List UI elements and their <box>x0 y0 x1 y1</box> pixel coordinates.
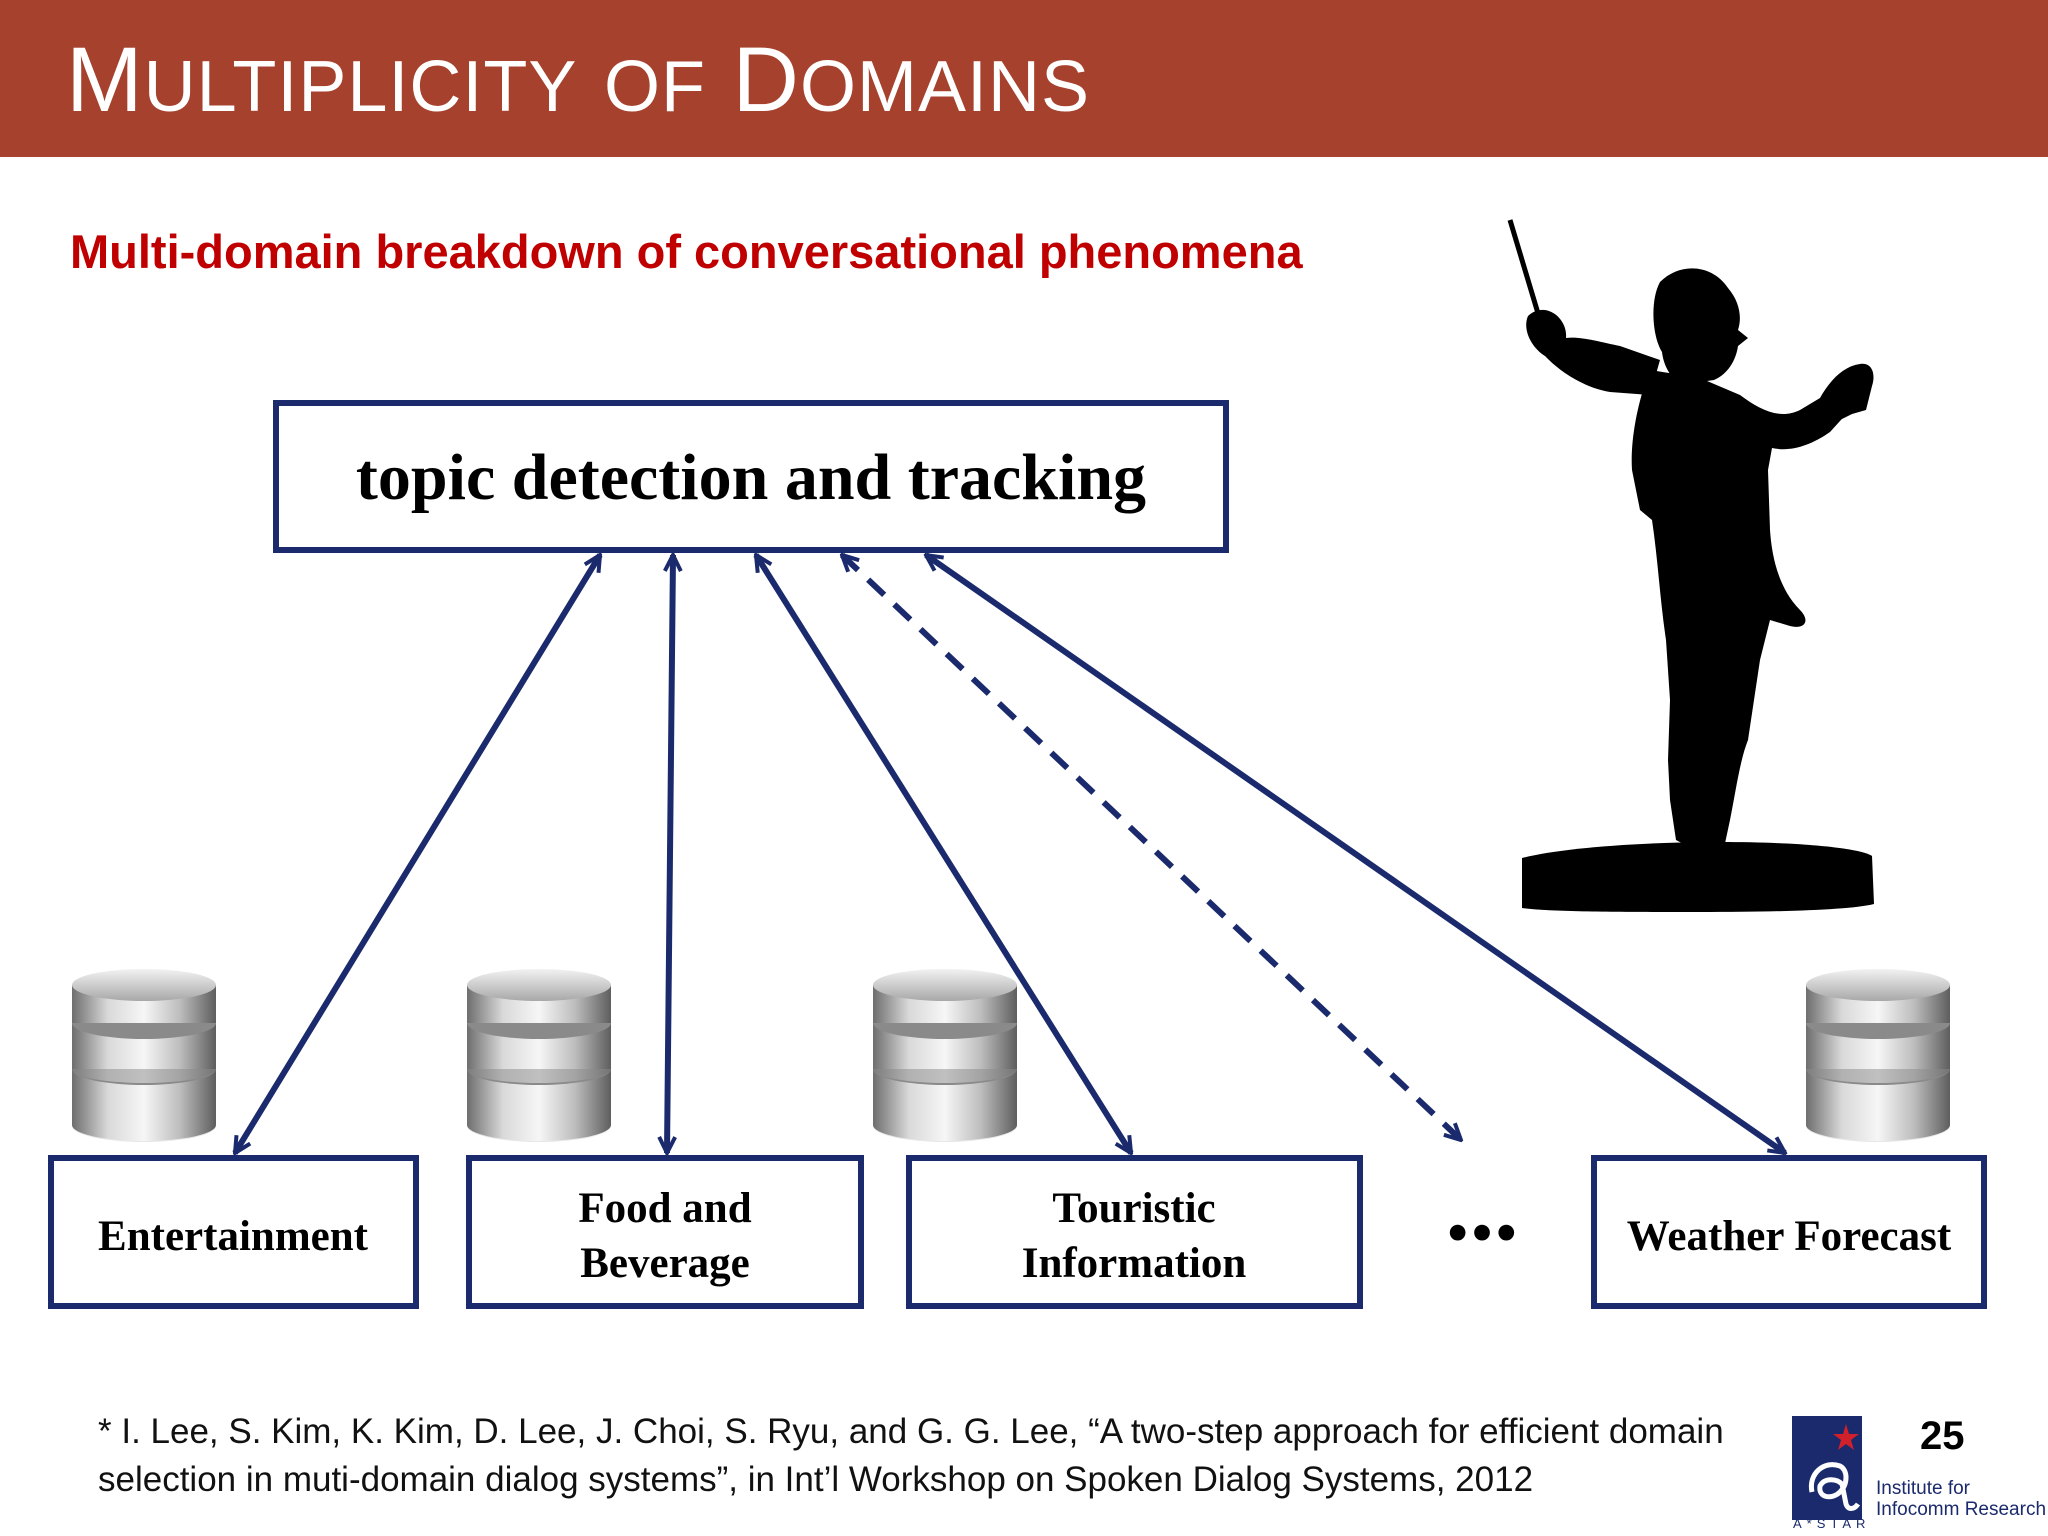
slide-title: MULTIPLICITY OF DOMAINS <box>66 29 1090 131</box>
logo-astar: A*STAR <box>1793 1516 1871 1531</box>
arrow-food-beverage <box>667 555 673 1153</box>
domain-box-food-beverage: Food and Beverage <box>466 1155 864 1309</box>
database-icon <box>72 969 216 1142</box>
conductor-silhouette <box>1507 219 1874 912</box>
domain-label: Touristic <box>1052 1185 1215 1232</box>
domain-label: Information <box>1022 1240 1247 1287</box>
domain-box-entertainment: Entertainment <box>48 1155 419 1309</box>
database-icon <box>1806 969 1950 1142</box>
page-number: 25 <box>1920 1414 1965 1458</box>
domain-label: Beverage <box>580 1240 750 1287</box>
domain-box-weather-forecast: Weather Forecast <box>1591 1155 1987 1309</box>
citation-footnote: * I. Lee, S. Kim, K. Kim, D. Lee, J. Cho… <box>98 1408 1778 1504</box>
arrow-weather-forecast <box>926 555 1785 1153</box>
citation-line: * I. Lee, S. Kim, K. Kim, D. Lee, J. Cho… <box>98 1412 1724 1451</box>
ellipsis-more-domains: ••• <box>1448 1200 1521 1265</box>
domain-box-touristic-information: Touristic Information <box>906 1155 1363 1309</box>
topic-box-label: topic detection and tracking <box>356 441 1146 514</box>
domain-label: Entertainment <box>98 1213 369 1260</box>
arrow-entertainment <box>232 555 603 1153</box>
astar-logo <box>1792 1416 1862 1520</box>
slide-subtitle: Multi-domain breakdown of conversational… <box>70 225 1303 278</box>
database-icon <box>873 969 1017 1142</box>
topic-box <box>273 400 1229 553</box>
domain-label: Weather Forecast <box>1627 1213 1952 1260</box>
title-bar <box>0 0 2048 157</box>
database-icon <box>467 969 611 1142</box>
domain-label: Food and <box>578 1185 751 1232</box>
citation-line: selection in muti-domain dialog systems”… <box>98 1460 1534 1499</box>
logo-text: Institute for Infocomm Research <box>1876 1478 2047 1520</box>
